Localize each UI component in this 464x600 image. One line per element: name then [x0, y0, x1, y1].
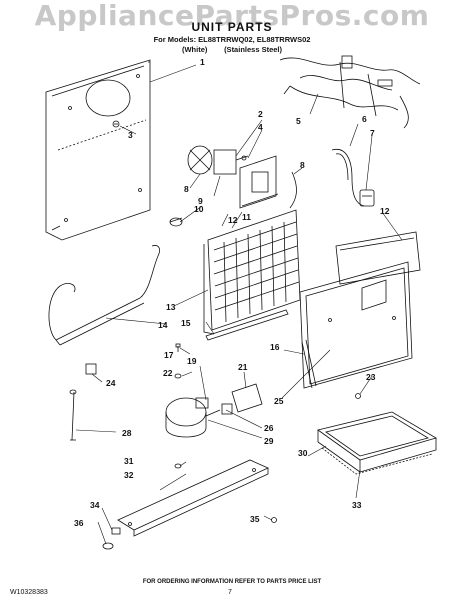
callout-31: 5 — [296, 116, 301, 126]
side-panel-part-lower — [301, 339, 317, 389]
watermark: AppliancePartsPros.com — [34, 0, 430, 32]
callout-32: 34 — [90, 500, 100, 510]
wiring-harness-part — [279, 55, 421, 129]
callout-6: 1 — [200, 57, 205, 67]
callout-17: 21 — [238, 362, 248, 372]
callout-30: 35 — [250, 514, 260, 524]
relay-part — [359, 189, 375, 207]
callout-35: 10 — [194, 204, 204, 214]
screw-part-12a — [112, 120, 120, 128]
washer-part-21 — [174, 463, 182, 469]
strip-part-34 — [205, 309, 289, 341]
callout-8b: 16 — [270, 342, 280, 352]
callout-3: 12 — [228, 215, 238, 225]
callout-25: 6 — [362, 114, 367, 124]
callout-8a: 12 — [380, 206, 390, 216]
pan-support-part — [321, 447, 433, 475]
callout-16: 28 — [122, 428, 132, 438]
drain-tube-part — [331, 148, 365, 207]
drain-pan-part — [317, 411, 438, 473]
callout-24: 33 — [352, 500, 362, 510]
condenser-coil-part — [203, 209, 301, 335]
connector-part-10 — [85, 363, 97, 375]
grommet-part-32 — [111, 527, 121, 535]
screw-part-13 — [355, 393, 361, 399]
callout-1: 25 — [274, 396, 284, 406]
callout-12a: 3 — [128, 130, 133, 140]
relay-part-15 — [221, 403, 233, 415]
callout-7: 30 — [298, 448, 308, 458]
callout-2: 13 — [166, 302, 176, 312]
callout-15: 26 — [264, 423, 274, 433]
callout-29: 9 — [198, 196, 203, 206]
fan-bracket-part — [239, 155, 279, 209]
base-plate-part — [117, 459, 269, 537]
callout-10: 24 — [106, 378, 116, 388]
callout-4: 8 — [184, 184, 189, 194]
fan-motor-part — [187, 145, 249, 175]
leader-lines — [75, 64, 403, 545]
washer-part-22 — [174, 373, 182, 379]
ordering-note: FOR ORDERING INFORMATION REFER TO PARTS … — [142, 579, 322, 585]
sleeve-part-33 — [102, 542, 114, 550]
screw-part-30 — [271, 517, 277, 523]
page-number: 7 — [228, 589, 232, 596]
callout-23: 17 — [164, 350, 174, 360]
condenser-tube-part — [289, 171, 297, 209]
callout-5: 14 — [158, 320, 168, 330]
heater-tube-part — [48, 245, 160, 346]
callout-26: 32 — [124, 470, 134, 480]
variant-stainless: (Stainless Steel) — [224, 45, 283, 54]
callout-12b: 4 — [258, 122, 263, 132]
callout-33: 36 — [74, 518, 84, 528]
front-panel-part — [299, 261, 413, 389]
callout-36: 8 — [300, 160, 305, 170]
document-number: W10328383 — [10, 589, 48, 596]
callout-14: 29 — [264, 436, 274, 446]
callout-19: 19 — [187, 356, 197, 366]
page-title: UNIT PARTS — [191, 20, 273, 34]
capillary-part-16 — [69, 389, 77, 441]
variants-line: (White) (Stainless Steel) — [0, 45, 464, 54]
back-panel-part — [45, 59, 151, 241]
relay-cover-part-17 — [231, 383, 263, 413]
models-line: For Models: EL88TRRWQ02, EL88TRRWS02 — [153, 35, 311, 44]
callout-22: 22 — [163, 368, 173, 378]
variant-white: (White) — [181, 45, 208, 54]
side-panel-part-upper — [335, 231, 421, 285]
callout-28: 11 — [242, 212, 251, 222]
screw-part-23 — [175, 343, 181, 352]
callout-9: 7 — [370, 128, 375, 138]
callout-21: 31 — [124, 456, 134, 466]
grommet-part — [169, 217, 183, 227]
callout-13: 23 — [366, 372, 376, 382]
callout-11: 2 — [258, 109, 263, 119]
callout-34: 15 — [181, 318, 191, 328]
compressor-part — [165, 397, 221, 438]
